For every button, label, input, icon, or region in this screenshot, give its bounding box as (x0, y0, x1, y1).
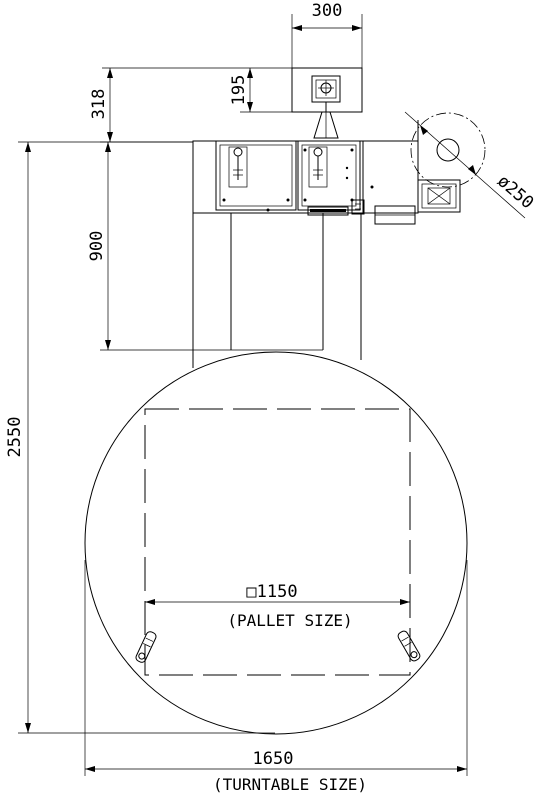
dimension-300-label: 300 (312, 1, 343, 21)
pallet-outline (144, 408, 411, 676)
dimension-318-label: 318 (89, 89, 109, 120)
dimension-2550-label: 2550 (5, 417, 25, 458)
motor-box (291, 67, 363, 113)
turntable-caption: (TURNTABLE SIZE) (213, 775, 367, 794)
roll-diameter-label: ø250 (493, 171, 535, 213)
pallet-caption: (PALLET SIZE) (227, 611, 352, 630)
dimension-turntable: 1650 (TURNTABLE SIZE) (84, 560, 468, 794)
dimension-318: 318 (89, 67, 292, 142)
dimension-roll-diameter: ø250 (490, 171, 535, 219)
dimension-900: 900 (87, 141, 323, 351)
film-roll (404, 111, 492, 189)
right-clamp (397, 630, 421, 662)
dimension-300: 300 (291, 1, 363, 68)
rails (192, 213, 362, 368)
turntable (84, 351, 468, 735)
dimension-195: 195 (229, 68, 326, 113)
dimension-195-label: 195 (229, 75, 249, 106)
turntable-size-label: 1650 (253, 749, 294, 769)
left-clamp (135, 631, 157, 663)
dimension-900-label: 900 (87, 231, 107, 262)
dimension-2550: 2550 (5, 141, 275, 734)
carriage-assembly (192, 111, 461, 225)
dimension-pallet: □1150 (PALLET SIZE) (145, 582, 410, 630)
pallet-size-label: □1150 (246, 582, 297, 602)
